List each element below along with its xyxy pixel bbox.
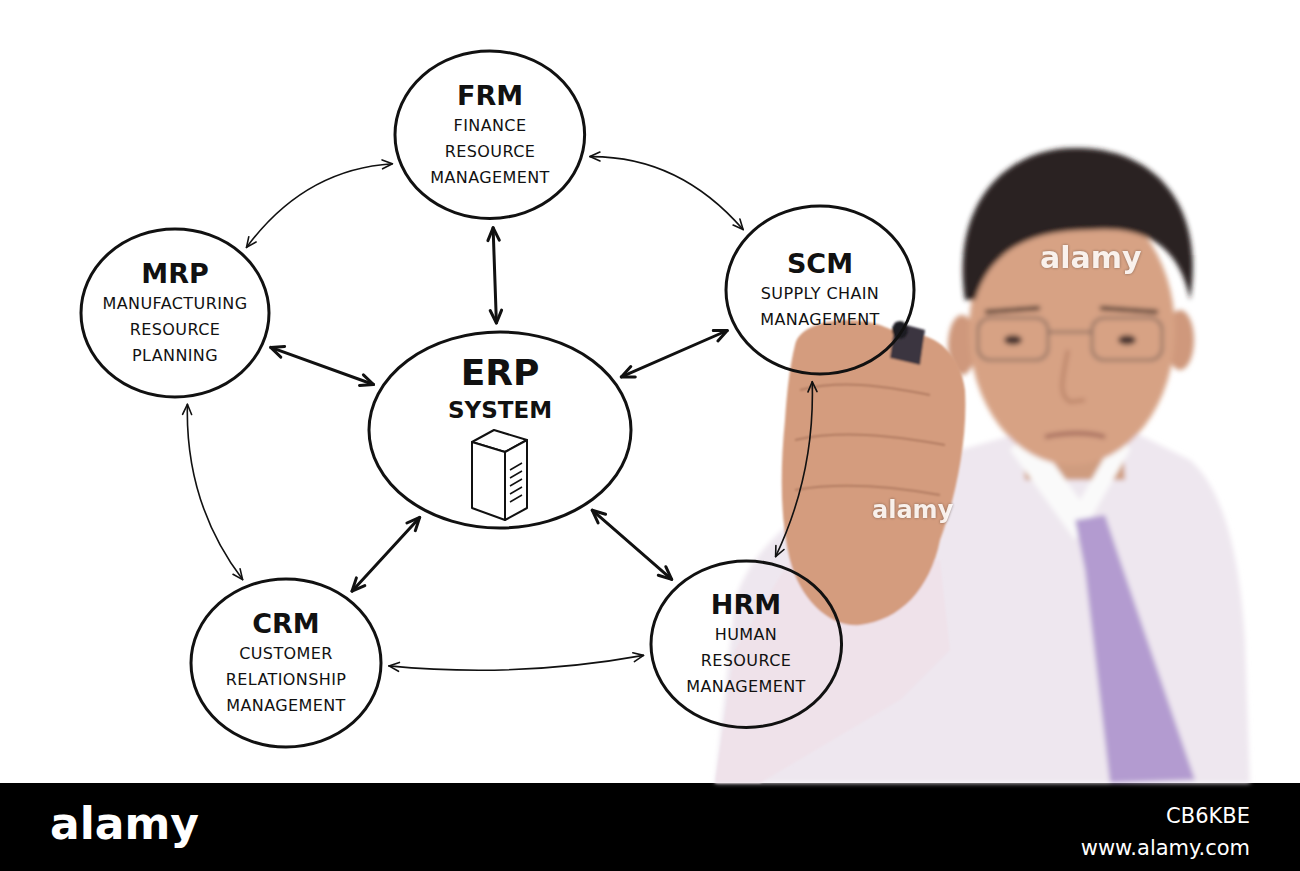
node-content: SCMSUPPLY CHAIN MANAGEMENT (760, 247, 880, 333)
connector (352, 517, 420, 591)
node-heading: SCM (787, 247, 853, 281)
arrowhead (490, 310, 501, 323)
circle-node: FRMFINANCE RESOURCE MANAGEMENT (393, 49, 587, 220)
connector-line (592, 510, 672, 579)
node-content: FRMFINANCE RESOURCE MANAGEMENT (430, 79, 550, 191)
arrowhead (382, 160, 392, 169)
arrowhead (271, 346, 285, 357)
arrowhead (352, 578, 365, 591)
site-url: www.alamy.com (1081, 836, 1250, 860)
connector (488, 228, 502, 323)
arrowhead (658, 567, 671, 580)
arrowhead (808, 382, 817, 392)
arrowhead (233, 569, 243, 580)
arrowhead (633, 653, 644, 662)
connector-line (247, 164, 393, 248)
arrowhead (592, 510, 605, 523)
arrowhead (183, 404, 192, 414)
circle-outline (649, 559, 844, 729)
circle-outline-path (191, 579, 381, 747)
node-body: CUSTOMER RELATIONSHIP MANAGEMENT (226, 641, 347, 719)
connector (247, 160, 393, 248)
connector (271, 346, 374, 385)
circle-outline (393, 49, 587, 220)
circle-outline-path (369, 332, 631, 528)
connector-line (590, 157, 743, 230)
node-heading: HRM (711, 588, 781, 622)
arrowhead (360, 375, 374, 386)
circle-node: HRMHUMAN RESOURCE MANAGEMENT (649, 559, 844, 729)
watermark: alamy (1040, 240, 1142, 275)
arrowhead (733, 219, 743, 230)
connector-line (776, 382, 813, 557)
arrowhead (389, 662, 400, 671)
node-content: MRPMANUFACTURING RESOURCE PLANNING (103, 257, 248, 369)
arrowhead (247, 237, 257, 248)
watermark: alamy (872, 496, 953, 524)
circle-outline-path (81, 229, 269, 397)
circle-outline-path (726, 206, 914, 374)
node-body: MANUFACTURING RESOURCE PLANNING (103, 291, 248, 369)
arrowhead (407, 517, 420, 530)
connector (590, 152, 743, 230)
node-body: HUMAN RESOURCE MANAGEMENT (686, 622, 806, 700)
circle-outline-path (395, 51, 585, 218)
circle-node: MRPMANUFACTURING RESOURCE PLANNING (79, 227, 271, 399)
connector (183, 404, 243, 579)
node-content: HRMHUMAN RESOURCE MANAGEMENT (686, 588, 806, 700)
connector-line (493, 228, 496, 323)
node-body: SYSTEM (448, 395, 552, 425)
connector-line (187, 404, 242, 579)
connector-line (621, 331, 727, 377)
arrowhead (488, 228, 499, 241)
connector (592, 510, 672, 579)
arrowhead (776, 546, 784, 557)
connector-line (271, 347, 374, 384)
server-icon (472, 430, 527, 520)
arrowhead (713, 330, 727, 341)
node-body: FINANCE RESOURCE MANAGEMENT (430, 113, 550, 191)
arrowhead (590, 152, 600, 161)
connector (776, 382, 817, 557)
node-body: SUPPLY CHAIN MANAGEMENT (760, 281, 880, 333)
node-heading: MRP (141, 257, 208, 291)
node-content: CRMCUSTOMER RELATIONSHIP MANAGEMENT (226, 607, 347, 719)
image-id: CB6KBE (1166, 804, 1250, 828)
connector-line (352, 517, 420, 591)
node-heading: ERP (461, 351, 540, 395)
node-content: ERPSYSTEM (448, 351, 552, 509)
node-heading: FRM (457, 79, 523, 113)
circle-outline-path (651, 561, 842, 727)
hand-with-marker (715, 320, 965, 783)
circle-node: ERPSYSTEM (367, 330, 633, 530)
connector-line (389, 655, 644, 670)
connector (389, 653, 644, 672)
circle-node: CRMCUSTOMER RELATIONSHIP MANAGEMENT (189, 577, 383, 749)
connector (621, 330, 727, 377)
node-heading: CRM (252, 607, 319, 641)
footer-logo: alamy (50, 798, 199, 849)
arrowhead (621, 367, 635, 377)
circle-node: SCMSUPPLY CHAIN MANAGEMENT (724, 204, 916, 376)
